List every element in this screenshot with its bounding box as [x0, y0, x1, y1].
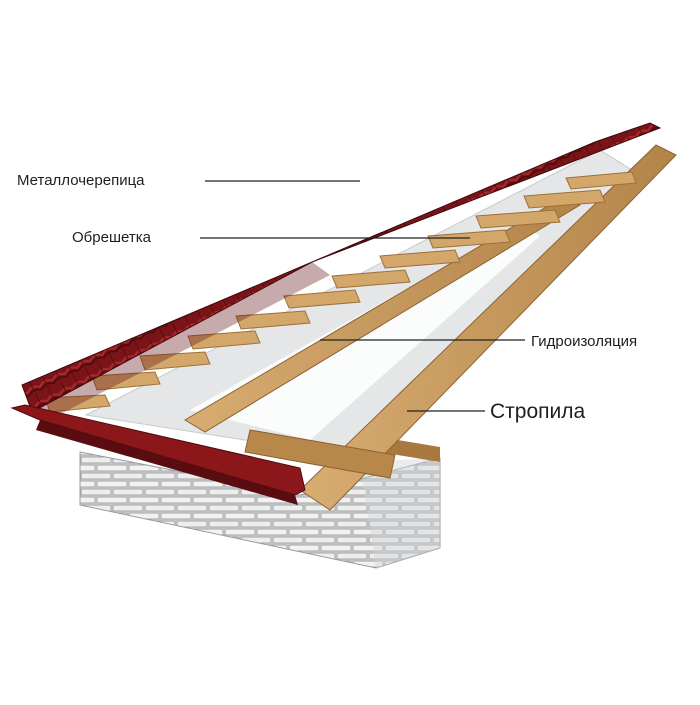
label-battens: Обрешетка	[72, 229, 151, 246]
label-metal-tile: Металлочерепица	[17, 172, 145, 189]
label-waterproofing: Гидроизоляция	[531, 333, 638, 350]
battens	[44, 171, 637, 413]
rafters	[184, 144, 677, 511]
brick-wall	[79, 451, 441, 569]
leader-lines	[200, 180, 525, 412]
label-rafters: Стропила	[490, 400, 586, 423]
